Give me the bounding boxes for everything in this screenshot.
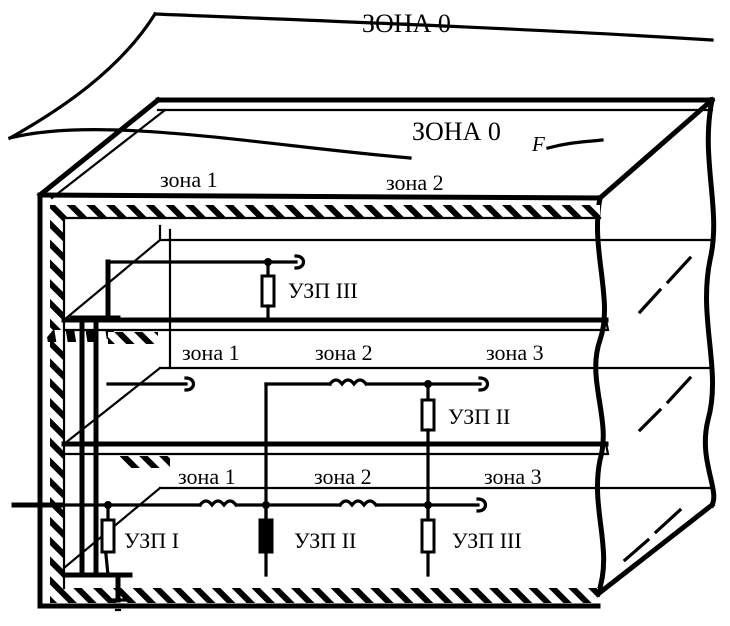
label-uzp-bot-2: УЗП II	[294, 528, 356, 553]
label-bot-zone2: зона 2	[314, 464, 372, 489]
labels: ЗОНА 0 ЗОНА 0 F зона 1 зона 2 УЗП III зо…	[124, 9, 545, 553]
lower-wiring	[60, 497, 488, 612]
label-uzp-mid: УЗП II	[448, 404, 510, 429]
label-bot-zone3: зона 3	[484, 464, 542, 489]
surge-protector-bot-1	[100, 518, 116, 554]
surge-protector-top	[260, 274, 276, 308]
label-top-zone2: зона 2	[386, 170, 444, 195]
zone0-boundary	[7, 11, 714, 141]
label-bot-zone1: зона 1	[178, 464, 236, 489]
label-uzp-bot-3: УЗП III	[452, 528, 522, 553]
label-zone0: ЗОНА 0	[362, 9, 451, 38]
floor-slabs	[61, 317, 610, 468]
upper-wiring	[106, 254, 306, 322]
label-mid-zone2: зона 2	[315, 340, 373, 365]
surge-protector-bot-2	[258, 518, 274, 554]
back-wall-lines	[62, 224, 714, 570]
surge-protector-mid	[420, 398, 436, 432]
label-top-zone1: зона 1	[160, 167, 218, 192]
label-uzp-top: УЗП III	[288, 278, 358, 303]
label-uzp-bot-1: УЗП I	[124, 528, 179, 553]
label-mid-zone3: зона 3	[486, 340, 544, 365]
label-zone0f: ЗОНА 0	[412, 117, 501, 146]
label-zone0f-sub: F	[531, 132, 545, 156]
surge-protector-bot-3	[420, 518, 436, 554]
label-mid-zone1: зона 1	[182, 340, 240, 365]
building-outer-shell	[8, 96, 717, 609]
